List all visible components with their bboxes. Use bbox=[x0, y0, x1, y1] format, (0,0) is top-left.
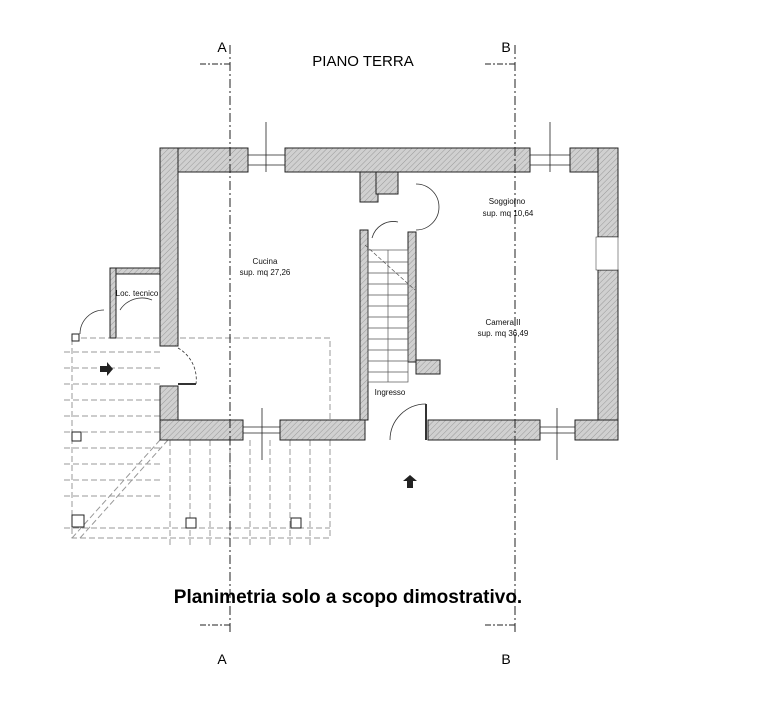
section-label-b-top: B bbox=[501, 39, 510, 55]
staircase bbox=[364, 244, 416, 383]
section-line-b: B B bbox=[485, 39, 516, 667]
walls bbox=[109, 122, 619, 460]
section-label-a-bottom: A bbox=[217, 651, 227, 667]
room-name-cucina: Cucina bbox=[253, 257, 278, 266]
room-name-loc-tecnico: Loc. tecnico bbox=[116, 289, 159, 298]
room-name-ingresso: Ingresso bbox=[375, 388, 406, 397]
room-area-cucina: sup. mq 27,26 bbox=[240, 268, 291, 277]
pergola bbox=[64, 333, 331, 545]
doors bbox=[79, 183, 440, 441]
section-label-b-bottom: B bbox=[501, 651, 510, 667]
disclaimer-text: Planimetria solo a scopo dimostrativo. bbox=[174, 587, 522, 608]
room-name-soggiorno: Soggiorno bbox=[489, 197, 526, 206]
entrance-arrow-icon bbox=[100, 362, 113, 376]
plan-title: PIANO TERRA bbox=[312, 53, 413, 70]
section-line-a: A A bbox=[200, 39, 231, 667]
room-area-soggiorno: sup. mq 10,64 bbox=[483, 209, 534, 218]
room-name-camera: Camera II bbox=[485, 318, 520, 327]
entrance-arrow-icon bbox=[403, 475, 417, 488]
section-label-a-top: A bbox=[217, 39, 227, 55]
room-area-camera: sup. mq 36,49 bbox=[478, 329, 529, 338]
